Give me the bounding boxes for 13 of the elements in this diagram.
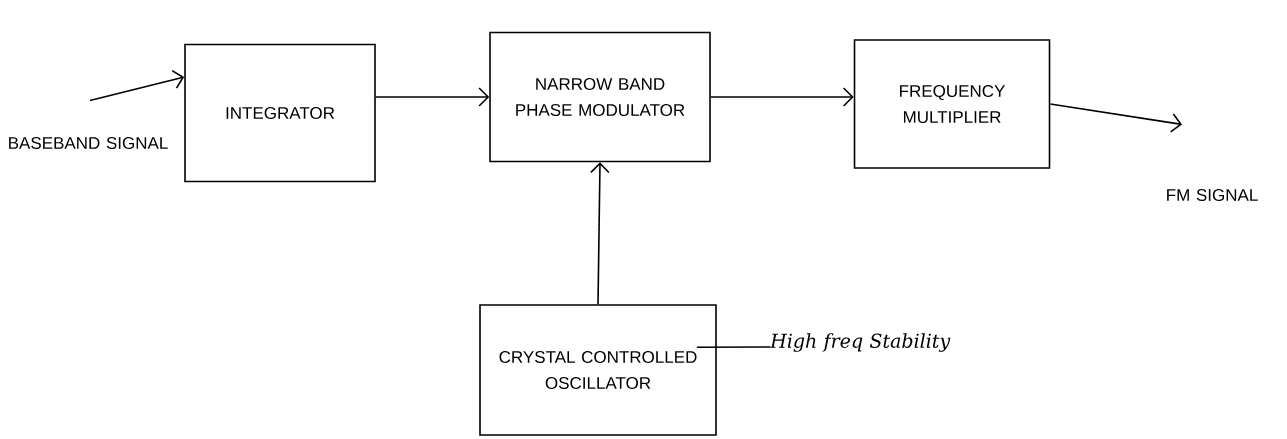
leader-line: [696, 346, 771, 348]
arrow: [375, 87, 490, 107]
arrow: [89, 69, 185, 102]
signal-label: FM SIGNAL: [1167, 189, 1258, 202]
modulator-box: NARROW BAND PHASE MODULATOR: [489, 31, 711, 163]
arrow: [1049, 103, 1182, 133]
handwritten-note: High freq Stability: [769, 333, 951, 352]
arrow: [710, 87, 854, 107]
signal-label: BASEBAND SIGNAL: [9, 137, 168, 150]
integrator-box: INTEGRATOR: [184, 43, 376, 183]
arrow: [590, 162, 610, 305]
oscillator-box: CRYSTAL CONTROLLED OSCILLATOR: [479, 304, 717, 436]
multiplier-box: FREQUENCY MULTIPLIER: [853, 39, 1051, 169]
